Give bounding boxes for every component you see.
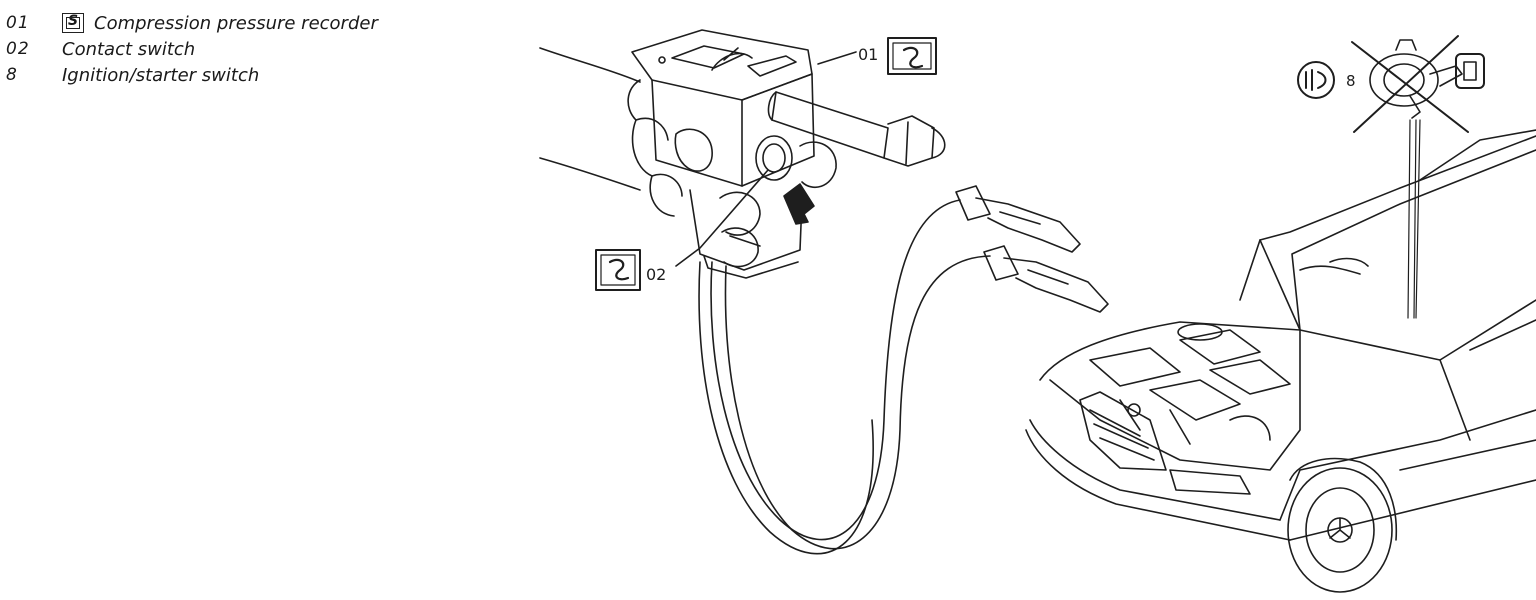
legend-item-01: 01 S Compression pressure recorder (6, 10, 378, 36)
hands-illustration (539, 47, 837, 268)
callout-ignition: 8 (1297, 35, 1485, 319)
legend-item-8: 8 Ignition/starter switch (6, 62, 378, 88)
battery-clamp-upper (955, 185, 1081, 253)
compression-pressure-recorder (631, 29, 946, 279)
crossed-out-key-icon (1351, 41, 1469, 133)
legend-number: 01 (6, 13, 30, 33)
legend-number: 02 (6, 39, 30, 59)
legend: 01 S Compression pressure recorder 02 Co… (6, 10, 378, 88)
callout-label-8: 8 (1346, 72, 1356, 90)
callout-01: 01 (817, 37, 937, 75)
callout-label-02: 02 (646, 265, 666, 284)
special-tool-icon (608, 258, 630, 281)
legend-item-02: 02 Contact switch (6, 36, 378, 62)
car-illustration (1025, 129, 1536, 593)
callout-label-01: 01 (858, 45, 878, 64)
legend-label: Compression pressure recorder (94, 12, 378, 34)
callout-02: 02 (595, 169, 769, 291)
special-tool-icon: S (62, 13, 84, 33)
legend-label: Ignition/starter switch (62, 64, 260, 86)
legend-number: 8 (6, 65, 18, 85)
legend-label: Contact switch (62, 38, 196, 60)
battery-clamp-lower (983, 245, 1109, 313)
contact-switch-cable (698, 199, 991, 555)
special-tool-icon (902, 46, 924, 69)
